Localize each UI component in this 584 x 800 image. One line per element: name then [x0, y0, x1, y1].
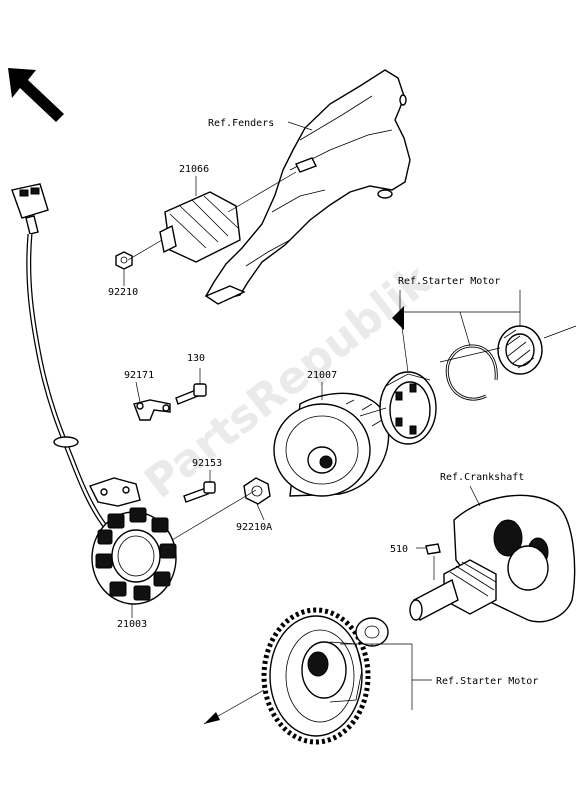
clamp-92171 — [133, 381, 171, 421]
ref-starter-motor-bracket-bottom — [340, 643, 432, 710]
ref-crankshaft-label: Ref.Crankshaft — [440, 472, 524, 483]
ref-starter-motor-label-bottom: Ref.Starter Motor — [436, 676, 538, 687]
connector-harness — [11, 183, 141, 532]
part-92210A-label: 92210A — [236, 522, 272, 533]
starter-clutch — [379, 371, 437, 445]
part-92153-label: 92153 — [192, 458, 222, 469]
ref-starter-motor-bracket-top — [392, 290, 521, 373]
washer — [355, 617, 389, 647]
crankshaft — [409, 494, 576, 623]
fender-bracket — [204, 69, 411, 305]
ref-fenders-label: Ref.Fenders — [208, 118, 274, 129]
part-21007-label: 21007 — [307, 370, 337, 381]
axis-lines — [203, 325, 577, 725]
starter-gear — [261, 607, 371, 745]
part-130-label: 130 — [187, 353, 205, 364]
bolt-92153 — [183, 470, 216, 503]
ref-starter-motor-label-top: Ref.Starter Motor — [398, 276, 500, 287]
part-92210-label: 92210 — [108, 287, 138, 298]
stator-21003 — [91, 489, 257, 618]
part-21066-label: 21066 — [179, 164, 209, 175]
nut-92210A — [243, 477, 271, 521]
circlip — [445, 344, 498, 401]
part-92171-label: 92171 — [124, 370, 154, 381]
part-510-label: 510 — [390, 544, 408, 555]
part-21003-label: 21003 — [117, 619, 147, 630]
bolt-130 — [175, 368, 207, 405]
regulator-21066 — [159, 157, 317, 263]
arrow-up-left-icon — [8, 68, 64, 122]
needle-bearing — [497, 325, 543, 375]
nut-92210 — [115, 239, 163, 270]
rotor-21007 — [273, 382, 390, 497]
